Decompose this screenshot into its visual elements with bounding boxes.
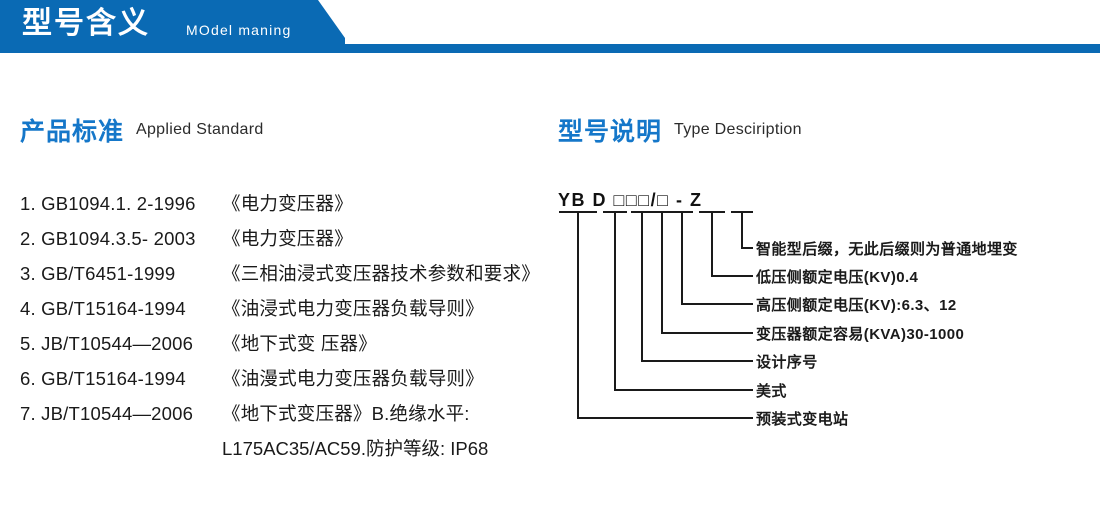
standard-code: 4. GB/T15164-1994 bbox=[20, 298, 186, 319]
banner-shape bbox=[0, 0, 345, 52]
standard-code: 5. JB/T10544—2006 bbox=[20, 333, 194, 354]
standard-code: 7. JB/T10544—2006 bbox=[20, 403, 194, 424]
type-code-label: 美式 bbox=[756, 383, 787, 400]
standard-title: 《油浸式电力变压器负载导则》 bbox=[222, 298, 484, 319]
list-item: 1. GB1094.1. 2-1996 《电力变压器》 bbox=[20, 190, 540, 225]
type-code-label: 预装式变电站 bbox=[756, 411, 849, 428]
list-item: 4. GB/T15164-1994 《油浸式电力变压器负载导则》 bbox=[20, 295, 540, 330]
standards-list: 1. GB1094.1. 2-1996 《电力变压器》 2. GB1094.3.… bbox=[20, 190, 540, 470]
standard-code: 6. GB/T15164-1994 bbox=[20, 368, 186, 389]
standard-title: 《地下式变压器》B.绝缘水平: bbox=[222, 403, 470, 424]
type-code-label: 设计序号 bbox=[756, 354, 818, 371]
section-heading-applied-standard: 产品标准 Applied Standard bbox=[20, 112, 264, 148]
list-item: 6. GB/T15164-1994 《油漫式电力变压器负载导则》 bbox=[20, 365, 540, 400]
list-item: 5. JB/T10544—2006 《地下式变 压器》 bbox=[20, 330, 540, 365]
standard-title: 《地下式变 压器》 bbox=[222, 333, 377, 354]
list-item: 2. GB1094.3.5- 2003 《电力变压器》 bbox=[20, 225, 540, 260]
banner-underline-bar bbox=[0, 44, 1100, 53]
banner-title: 型号含义 bbox=[22, 7, 150, 40]
type-code-label: 智能型后缀，无此后缀则为普通地埋变 bbox=[756, 241, 1018, 258]
standard-title: 《电力变压器》 bbox=[222, 228, 353, 249]
list-item: 7. JB/T10544—2006 《地下式变压器》B.绝缘水平: bbox=[20, 400, 540, 435]
section-heading-en-right: Type Desciription bbox=[674, 121, 802, 138]
type-code-label: 高压侧额定电压(KV):6.3、12 bbox=[756, 297, 957, 314]
standard-title: 《油漫式电力变压器负载导则》 bbox=[222, 368, 484, 389]
section-heading-cn-right: 型号说明 bbox=[558, 118, 663, 146]
type-code-label: 低压侧额定电压(KV)0.4 bbox=[756, 269, 919, 286]
section-heading-cn-left: 产品标准 bbox=[20, 118, 125, 146]
standard-title: 《电力变压器》 bbox=[222, 193, 353, 214]
standard-code: 3. GB/T6451-1999 bbox=[20, 263, 176, 284]
standard-title: 《三相油浸式变压器技术参数和要求》 bbox=[222, 263, 540, 284]
standard-continuation-line: L175AC35/AC59.防护等级: IP68 bbox=[222, 438, 489, 459]
type-code-label: 变压器额定容易(KVA)30-1000 bbox=[756, 326, 965, 343]
banner-subtitle: MOdel maning bbox=[186, 22, 292, 38]
list-item: 3. GB/T6451-1999 《三相油浸式变压器技术参数和要求》 bbox=[20, 260, 540, 295]
section-heading-en-left: Applied Standard bbox=[136, 121, 264, 138]
type-code-string: YB D □□□/□ - Z bbox=[558, 190, 703, 210]
leader-lines bbox=[559, 211, 753, 419]
section-heading-type-description: 型号说明 Type Desciription bbox=[558, 112, 802, 148]
standard-code: 2. GB1094.3.5- 2003 bbox=[20, 228, 196, 249]
type-code-diagram: YB D □□□/□ - Z 智能型 bbox=[556, 190, 1096, 440]
standard-code: 1. GB1094.1. 2-1996 bbox=[20, 193, 196, 214]
page-header-banner: 型号含义 MOdel maning bbox=[0, 0, 1100, 58]
